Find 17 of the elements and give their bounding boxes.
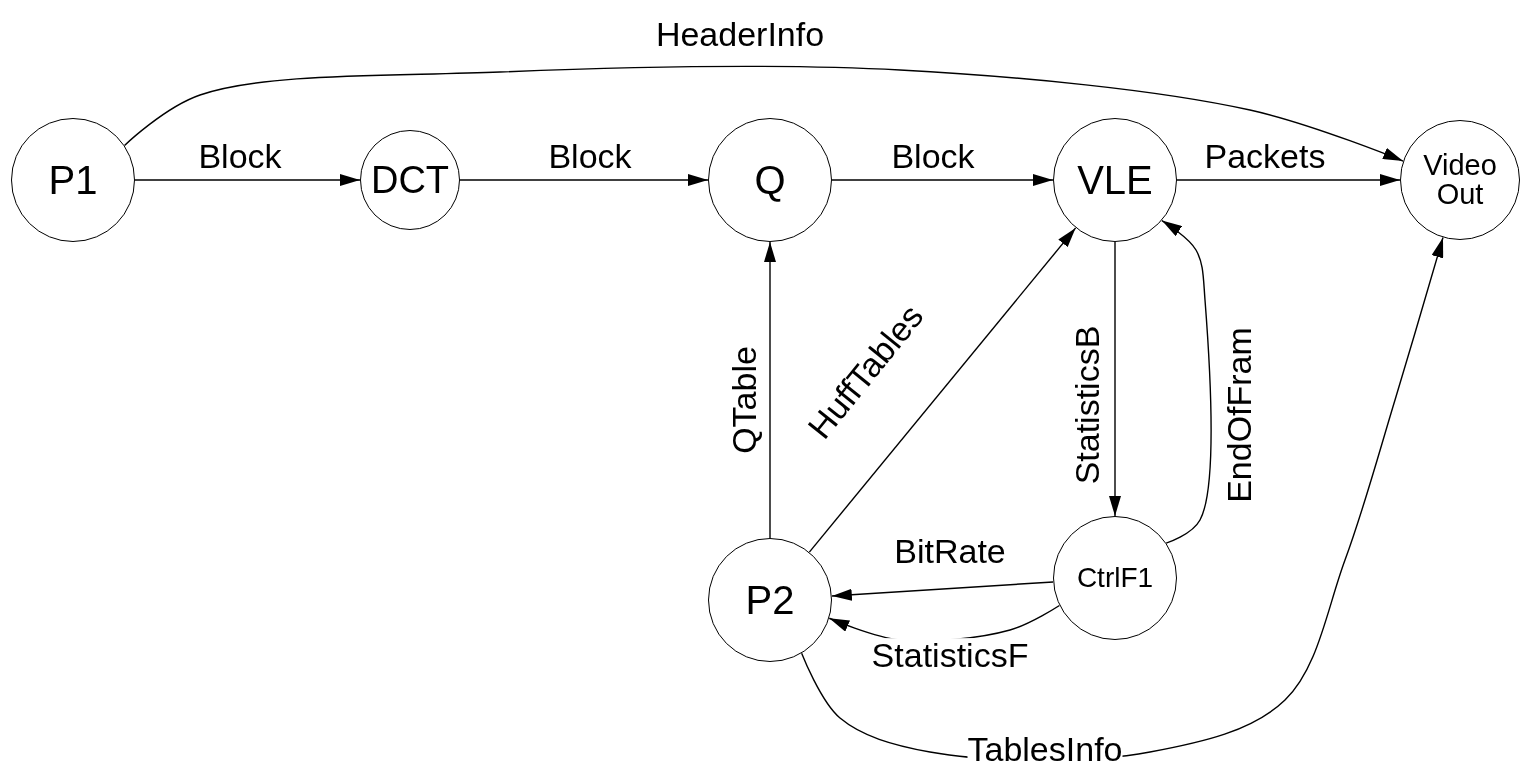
node-label: P1 (47, 160, 99, 200)
node-label: Video Out (1422, 151, 1498, 209)
node-label: VLE (1076, 160, 1154, 200)
node-label: DCT (369, 161, 451, 199)
arrow (831, 174, 1054, 186)
arrow (123, 65, 1404, 162)
node-label: CtrlF1 (1075, 564, 1155, 592)
arrow (459, 174, 709, 186)
arrow (1161, 219, 1212, 544)
arrow (764, 241, 776, 539)
arrow (1109, 241, 1121, 517)
arrow (134, 174, 361, 186)
arrow (831, 581, 1054, 601)
node-label: Q (753, 160, 787, 200)
node-label: P2 (744, 580, 796, 620)
arrow (1176, 174, 1401, 186)
arrow (808, 227, 1077, 553)
